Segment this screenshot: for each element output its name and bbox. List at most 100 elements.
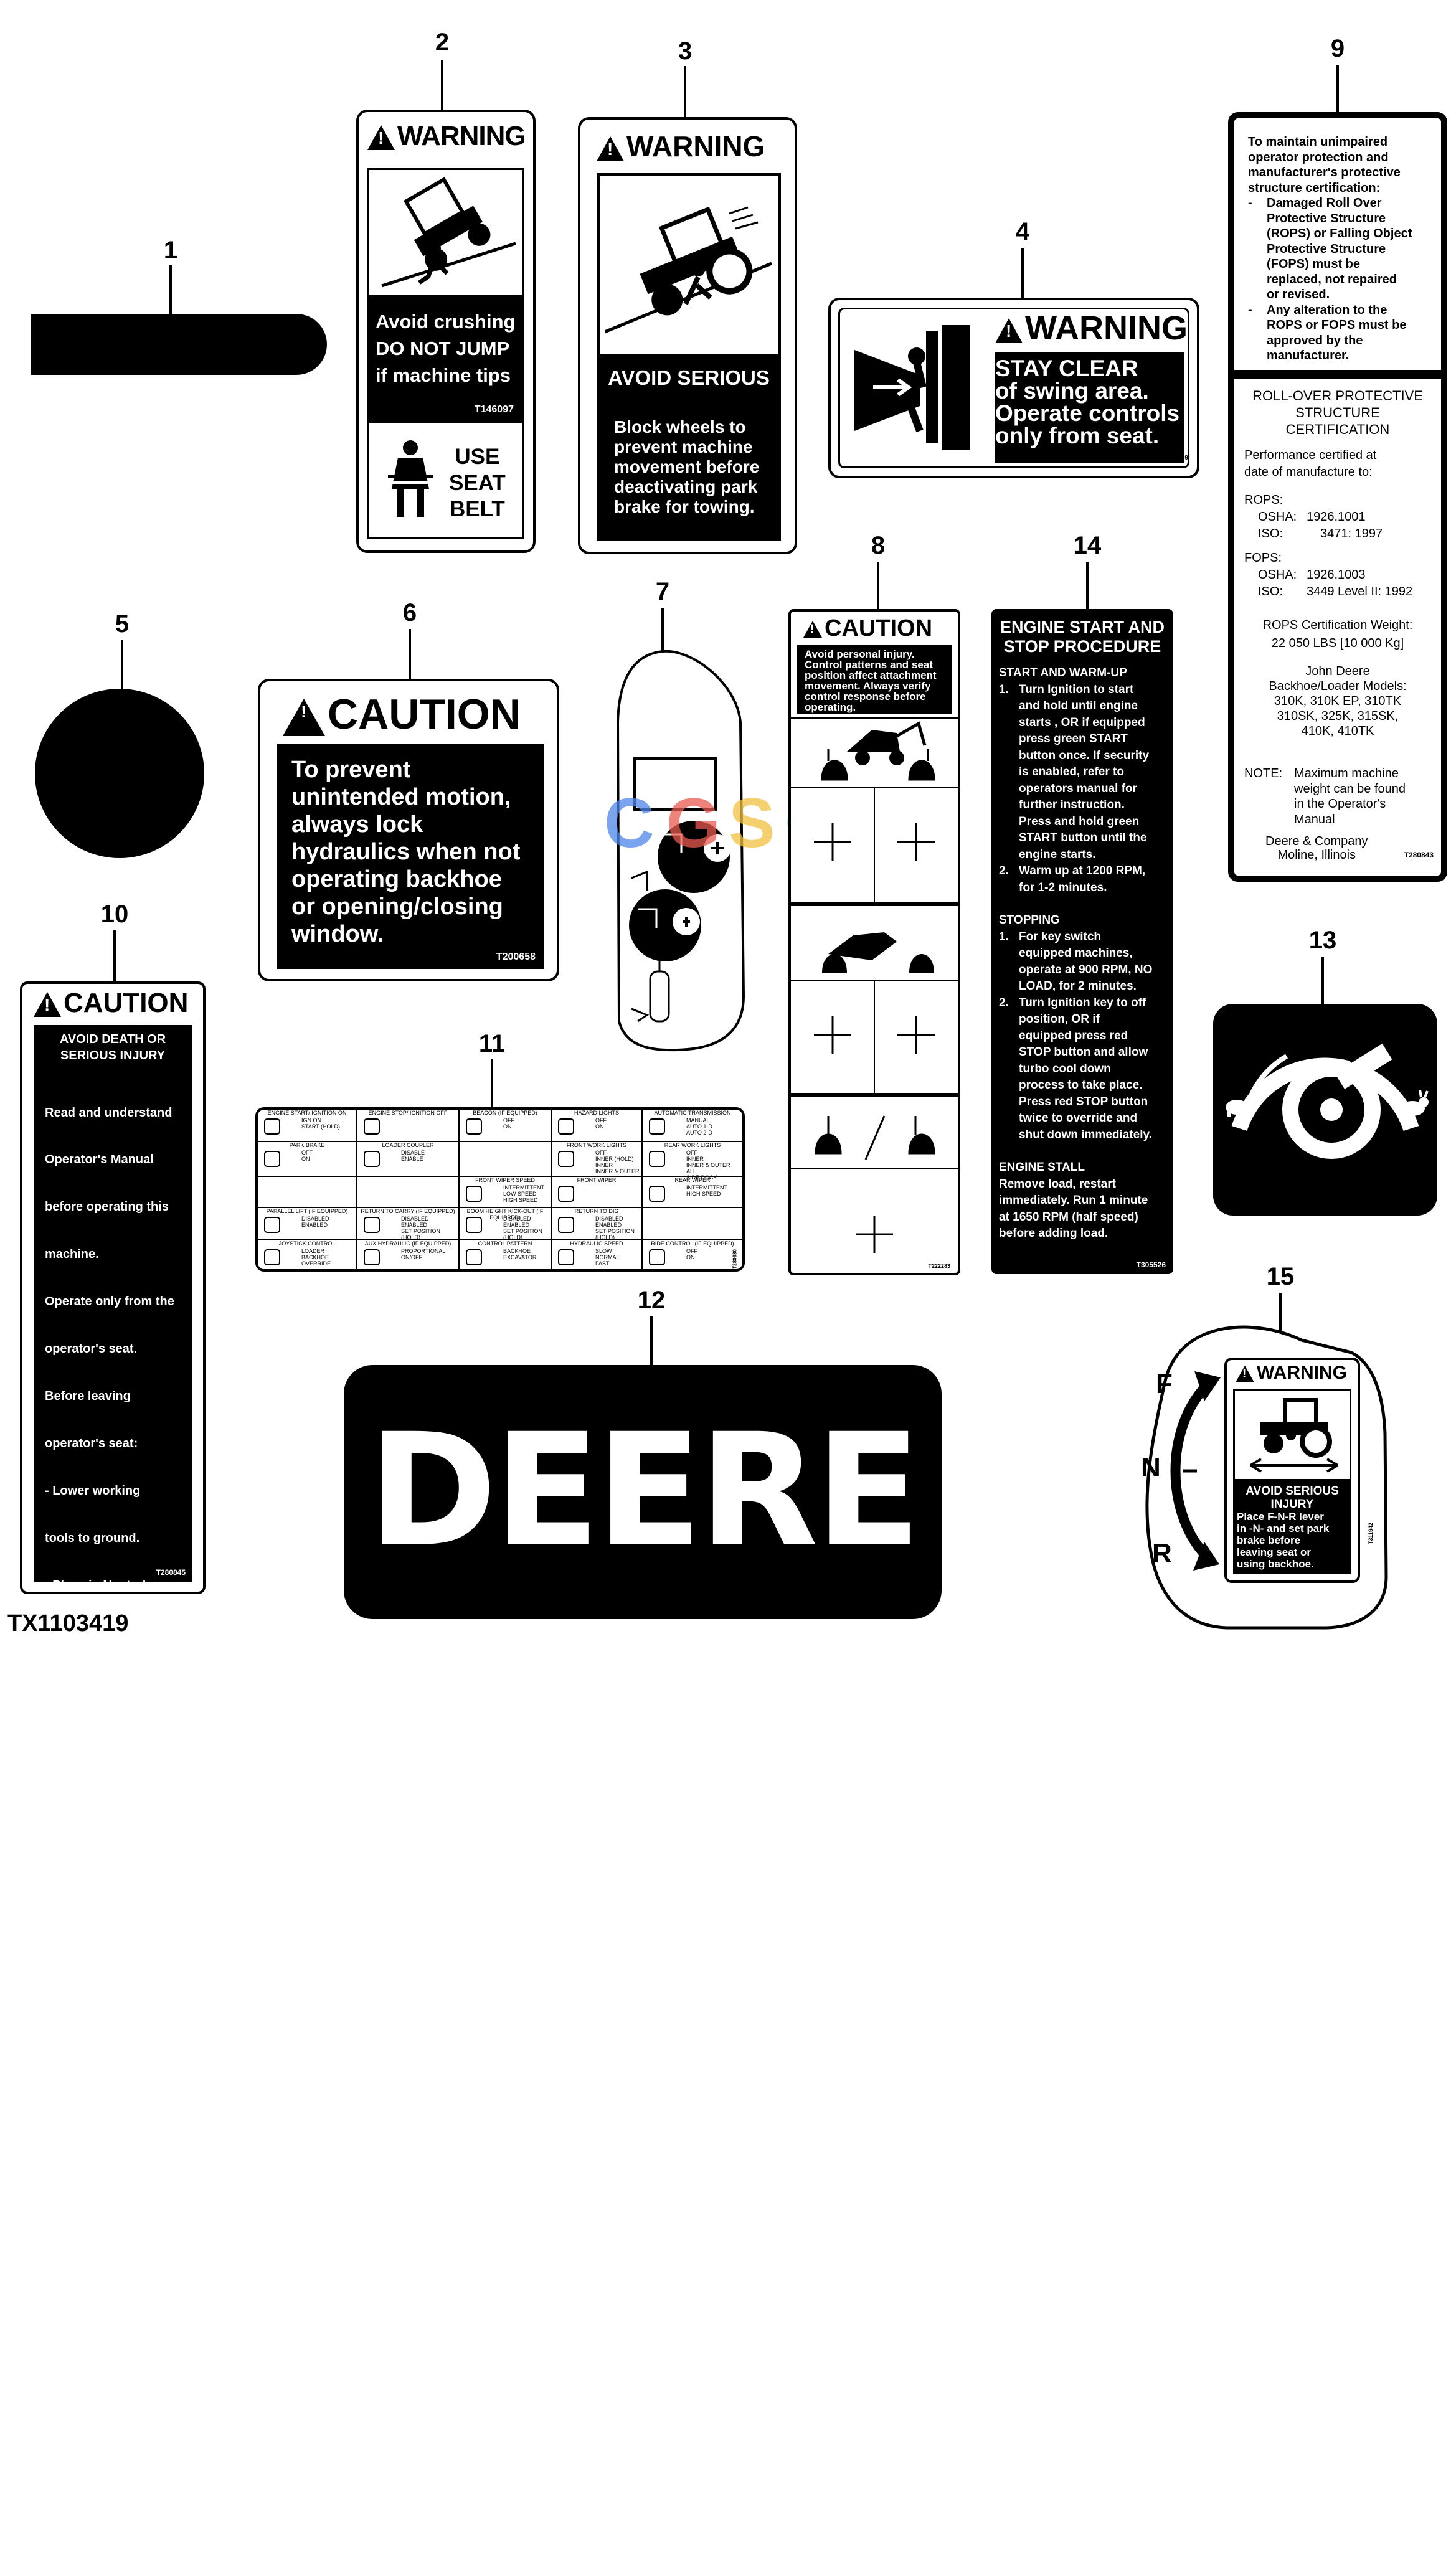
callout-number: 8: [871, 532, 886, 559]
decal-header: WARNING: [597, 130, 765, 163]
switch-legend-cell: [357, 1177, 460, 1208]
switch-option: DISABLED: [401, 1216, 429, 1222]
switch-option: SLOW: [595, 1248, 612, 1254]
decal-13-speed-dial: [1213, 1004, 1437, 1216]
decal-10-caution-operation: CAUTION AVOID DEATH OR SERIOUS INJURY Re…: [20, 981, 206, 2537]
switch-option: INNER: [595, 1162, 613, 1168]
section-divider: [1234, 370, 1441, 379]
switch-legend-title: ENGINE START/ IGNITION ON: [267, 1110, 347, 1116]
switch-legend-cell: [460, 1142, 552, 1177]
decal-header: CAUTION: [283, 690, 521, 739]
switch-legend-title: BOOM HEIGHT KICK-OUT (IF EQUIPPED): [466, 1208, 544, 1221]
decal-frame: [597, 173, 781, 357]
leader-line: [409, 629, 411, 680]
switch-option: OFF: [503, 1117, 514, 1123]
decal-4-warning-swing: WARNING STAY CLEAR of swing area. Operat…: [828, 298, 1199, 478]
switch-option: ENABLE: [401, 1156, 423, 1162]
decal-header: WARNING: [367, 121, 526, 152]
switch-legend-title: JOYSTICK CONTROL: [278, 1240, 336, 1247]
warning-triangle-icon: [1236, 1365, 1254, 1382]
svg-text:S: S: [729, 790, 775, 858]
switch-symbol-icon: [264, 1217, 280, 1233]
switch-symbol-icon: [364, 1217, 380, 1233]
switch-option: FAST: [595, 1260, 610, 1267]
seat-belt-icon: [388, 440, 433, 517]
switch-option: AUTO 1-D: [686, 1123, 712, 1130]
switch-symbol-icon: [649, 1249, 665, 1265]
switch-option: INTERMITTENT: [686, 1184, 727, 1191]
switch-symbol-icon: [466, 1118, 482, 1135]
switch-option: ENABLED: [301, 1222, 328, 1228]
svg-text:G: G: [666, 790, 721, 858]
switch-option: ENABLED: [595, 1222, 622, 1228]
switch-option: BACKHOE: [503, 1248, 531, 1254]
switch-option: PROPORTIONAL: [401, 1248, 446, 1254]
switch-legend-title: FRONT WORK LIGHTS: [566, 1142, 627, 1148]
switch-option: OFF: [686, 1248, 697, 1254]
decal-7-control-panel: [616, 650, 745, 1052]
part-code: T103769: [1163, 455, 1188, 461]
leader-line: [1279, 1293, 1282, 1340]
switch-option: START (HOLD): [301, 1123, 341, 1130]
leader-line: [877, 562, 879, 612]
switch-legend-title: PARALLEL LIFT (IF EQUIPPED): [266, 1208, 348, 1214]
switch-option: MANUAL: [686, 1117, 710, 1123]
switch-option: ALL: [686, 1168, 697, 1174]
warning-triangle-icon: [367, 125, 395, 151]
switch-option: ON: [595, 1123, 604, 1130]
switch-option: OFF: [301, 1150, 313, 1156]
switch-legend-title: RIDE CONTROL (IF EQUIPPED): [651, 1240, 734, 1247]
switch-option: SET POSITION (HOLD): [401, 1228, 440, 1240]
control-pattern-diagram: [791, 717, 958, 1253]
warning-triangle-icon: [283, 699, 325, 737]
decal-2-warning-rollover: WARNING Avoid crushing DO NOT JUMP if ma…: [356, 110, 536, 553]
switch-legend-cell: [643, 1208, 742, 1240]
switch-legend-cell: [258, 1177, 357, 1208]
procedure-steps: START AND WARM-UP 1. Turn Ignition to st…: [999, 666, 1153, 1240]
switch-option: SET POSITION (HOLD): [595, 1228, 635, 1240]
decal-frame: [838, 308, 1189, 468]
decal-header: WARNING: [1236, 1363, 1347, 1384]
switch-symbol-icon: [649, 1186, 665, 1202]
switch-symbol-icon: [264, 1118, 280, 1135]
gear-label-forward: F: [1156, 1369, 1173, 1399]
switch-legend-title: HAZARD LIGHTS: [574, 1110, 619, 1116]
switch-option: ON/OFF: [401, 1254, 422, 1260]
switch-legend-title: REAR WORK LIGHTS: [664, 1142, 721, 1148]
switch-symbol-icon: [649, 1151, 665, 1167]
callout-number: 10: [100, 900, 129, 928]
switch-option: DISABLED: [595, 1216, 623, 1222]
callout-number: 1: [163, 237, 178, 264]
switch-symbol-icon: [466, 1249, 482, 1265]
runover-machine-icon: [605, 206, 772, 334]
switch-legend-cell: FRONT WIPER: [552, 1177, 643, 1208]
leader-line: [1321, 957, 1324, 1004]
switch-option: ENABLED: [401, 1222, 428, 1228]
switch-symbol-icon: [649, 1118, 665, 1135]
switch-legend-title: BEACON (IF EQUIPPED): [473, 1110, 537, 1116]
callout-number: 13: [1308, 927, 1337, 954]
switch-legend-title: AUTOMATIC TRANSMISSION: [654, 1110, 731, 1116]
leader-line: [121, 640, 123, 691]
leader-line: [491, 1059, 493, 1108]
decal-9-rops-certification: To maintain unimpaired operator protecti…: [1228, 112, 1447, 882]
switch-symbol-icon: [364, 1151, 380, 1167]
callout-number: 5: [115, 610, 130, 638]
part-code: T280980: [732, 1249, 738, 1269]
callout-number: 12: [637, 1287, 666, 1314]
decal-6-caution-hydraulics: CAUTION To prevent unintended motion, al…: [258, 679, 559, 981]
switch-option: OFF: [595, 1150, 607, 1156]
warning-message-block: STAY CLEAR of swing area. Operate contro…: [995, 352, 1184, 463]
